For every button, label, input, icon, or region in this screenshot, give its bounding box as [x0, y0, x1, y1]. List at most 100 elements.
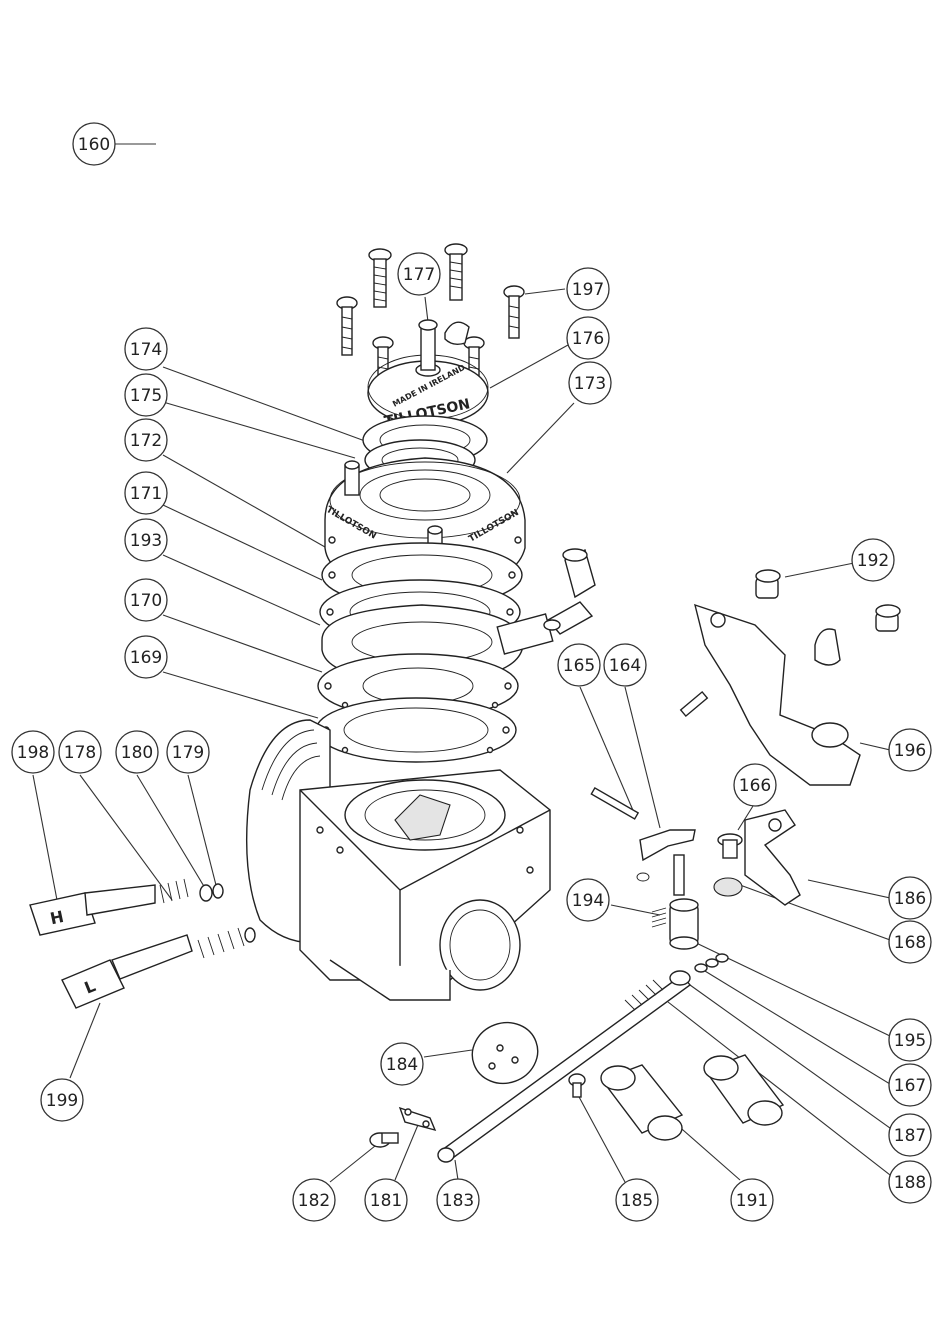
fuel-inlet-parts [543, 548, 901, 635]
callout-172: 172 [124, 418, 168, 462]
leader-198 [32, 774, 58, 901]
leader-164 [624, 686, 661, 829]
leader-186 [807, 879, 891, 899]
callout-number: 171 [130, 484, 162, 504]
callout-circle [566, 316, 610, 360]
callout-circle [568, 361, 612, 405]
callout-circle [292, 1178, 336, 1222]
callout-circle [888, 1018, 932, 1062]
callout-number: 195 [894, 1031, 926, 1051]
callout-circle [436, 1178, 480, 1222]
callout-circle [851, 538, 895, 582]
leader-185 [577, 1094, 626, 1183]
callout-number: 170 [130, 591, 162, 611]
callout-circle [888, 1063, 932, 1107]
callout-184: 184 [380, 1042, 424, 1086]
callout-175: 175 [124, 373, 168, 417]
callout-circle [11, 730, 55, 774]
mixture-needle-high: H [29, 878, 224, 936]
callout-180: 180 [115, 730, 159, 774]
callout-circle [888, 876, 932, 920]
leader-169 [162, 671, 319, 719]
callout-191: 191 [730, 1178, 774, 1222]
callout-195: 195 [888, 1018, 932, 1062]
leader-179 [187, 774, 219, 894]
leader-172 [162, 454, 326, 548]
leader-177 [424, 296, 429, 323]
callout-number: 196 [894, 741, 926, 761]
leader-174 [162, 366, 366, 442]
callout-160: 160 [72, 122, 116, 166]
leader-183 [454, 1159, 459, 1181]
callout-192: 192 [851, 538, 895, 582]
leader-173 [506, 402, 575, 474]
knob-high-letter: H [48, 907, 65, 928]
callout-circle [730, 1178, 774, 1222]
callout-circle [566, 878, 610, 922]
throttle-bracket [679, 603, 861, 786]
leader-178 [79, 774, 173, 901]
leader-184 [423, 1049, 473, 1058]
leader-175 [162, 401, 356, 459]
callout-circle [397, 252, 441, 296]
small-hardware [369, 1054, 785, 1148]
callout-circle [124, 327, 168, 371]
callout-186: 186 [888, 876, 932, 920]
callout-circle [124, 373, 168, 417]
leader-182 [329, 1145, 376, 1183]
callout-circle [733, 763, 777, 807]
callout-number: 172 [130, 431, 162, 451]
callout-198: 198 [11, 730, 55, 774]
callout-number: 187 [894, 1126, 926, 1146]
mixture-needle-low: L [61, 927, 256, 1009]
gasket-stack [315, 542, 554, 763]
callout-196: 196 [888, 728, 932, 772]
leader-165 [579, 686, 636, 816]
callout-177: 177 [397, 252, 441, 296]
metering-cover: TILLOTSON MADE IN IRELAND [367, 319, 489, 430]
callout-circle [124, 471, 168, 515]
callout-164: 164 [603, 643, 647, 687]
callout-number: 181 [370, 1191, 402, 1211]
callout-circle [124, 418, 168, 462]
callout-number: 184 [386, 1055, 418, 1075]
callout-178: 178 [58, 730, 102, 774]
callout-number: 165 [563, 656, 595, 676]
inlet-needle-parts [651, 898, 729, 973]
leader-193 [162, 554, 321, 626]
leader-194 [610, 904, 661, 916]
callout-circle [124, 518, 168, 562]
callout-circle [115, 730, 159, 774]
callout-number: 182 [298, 1191, 330, 1211]
leader-191 [674, 1122, 741, 1181]
callout-number: 197 [572, 280, 604, 300]
leader-170 [162, 614, 323, 673]
leader-187 [689, 984, 891, 1129]
callout-circle [166, 730, 210, 774]
callout-circle [888, 728, 932, 772]
callout-number: 186 [894, 889, 926, 909]
callout-circle [888, 920, 932, 964]
leader-176 [489, 344, 569, 389]
leader-180 [136, 774, 209, 894]
metering-lever-parts [590, 786, 801, 906]
callout-circle [124, 578, 168, 622]
callout-circle [888, 1113, 932, 1157]
callout-number: 166 [739, 776, 771, 796]
callout-183: 183 [436, 1178, 480, 1222]
leader-196 [859, 742, 891, 751]
leader-199 [69, 1002, 101, 1079]
callout-174: 174 [124, 327, 168, 371]
callout-layer: 1601771971761741751731721711931701691921… [11, 122, 932, 1222]
callout-181: 181 [364, 1178, 408, 1222]
callout-167: 167 [888, 1063, 932, 1107]
callout-circle [380, 1042, 424, 1086]
leader-188 [667, 1001, 891, 1176]
callout-circle [72, 122, 116, 166]
callout-number: 183 [442, 1191, 474, 1211]
leader-168 [739, 884, 891, 941]
callout-199: 199 [40, 1078, 84, 1122]
leader-171 [162, 504, 323, 581]
callout-number: 198 [17, 743, 49, 763]
